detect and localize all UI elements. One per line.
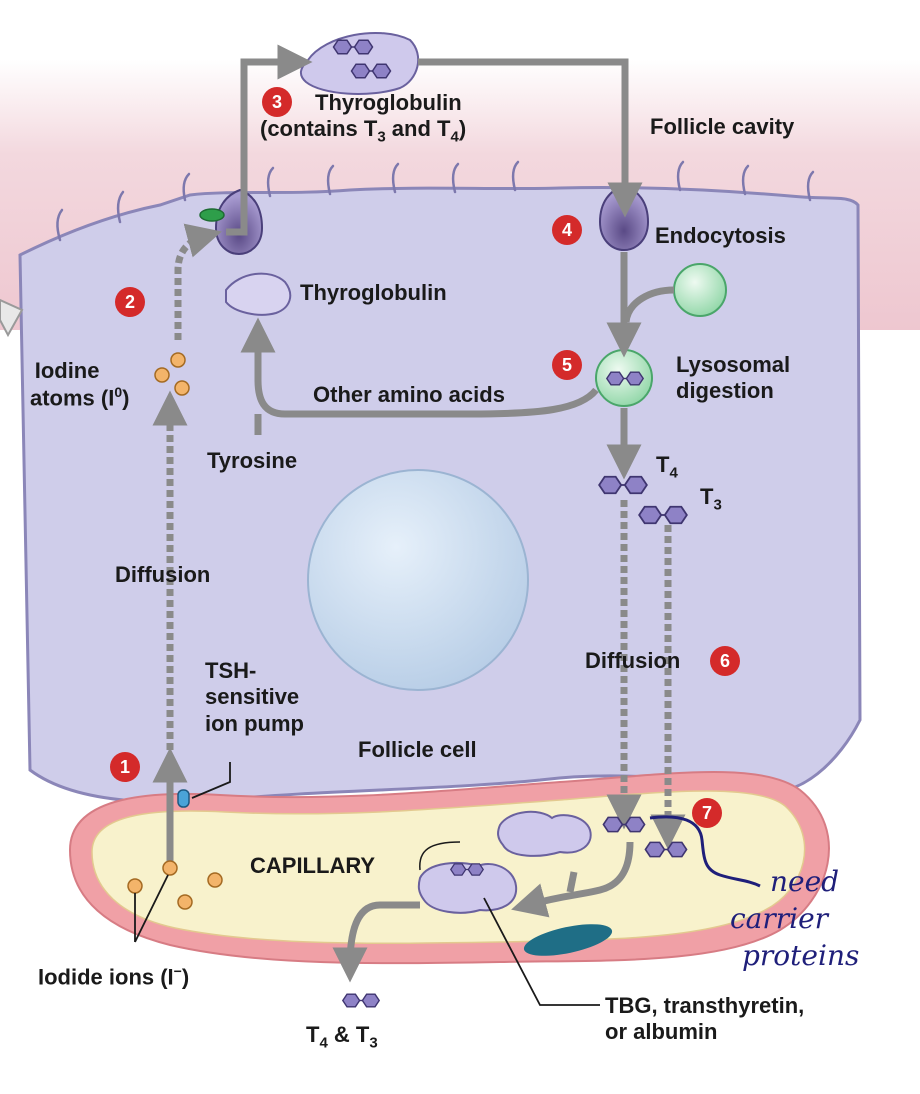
iodine-atoms xyxy=(154,352,190,396)
nucleus xyxy=(307,469,529,691)
label-t4: T4 xyxy=(656,452,678,482)
iodide-leader xyxy=(134,874,169,943)
label-thyroglobulin-top-line1: Thyroglobulin xyxy=(315,90,462,115)
label-carrier-line2: or albumin xyxy=(605,1019,718,1045)
label-carrier-proteins: TBG, transthyretin, or albumin xyxy=(605,993,804,1046)
label-diffusion-left: Diffusion xyxy=(115,562,211,587)
arrow-capillary-merge-2 xyxy=(566,871,578,893)
label-iodine-atoms: Iodine atoms (I0) xyxy=(30,358,129,412)
label-tsh-ion-pump: TSH- sensitive ion pump xyxy=(205,658,304,737)
released-hormone-molecule xyxy=(342,993,380,1008)
lysosome-free xyxy=(673,263,727,317)
carrier-leader xyxy=(483,897,600,1006)
carrier-protein-1 xyxy=(497,810,592,857)
label-tsh-line3: ion pump xyxy=(205,710,304,736)
label-thyroglobulin-inner: Thyroglobulin xyxy=(300,280,447,305)
exocytosis-vesicle xyxy=(214,188,264,256)
step-badge-4: 4 xyxy=(552,215,582,245)
label-endocytosis: Endocytosis xyxy=(655,223,786,248)
label-tsh-line1: TSH- xyxy=(205,658,257,683)
step-badge-6: 6 xyxy=(710,646,740,676)
label-t3: T3 xyxy=(700,484,722,514)
microvilli xyxy=(56,160,815,242)
label-lysosomal-digestion: Lysosomal digestion xyxy=(676,352,790,405)
carrier-protein-2 xyxy=(417,861,518,914)
ion-pump xyxy=(177,789,190,808)
label-other-amino-acids: Other amino acids xyxy=(313,382,505,407)
label-iodine-line1: Iodine xyxy=(34,358,100,383)
handwritten-note-line2: carrier xyxy=(730,902,829,935)
step-badge-3: 3 xyxy=(262,87,292,117)
arrow-diffusion-to-enzyme xyxy=(174,223,222,340)
thyroglobulin-inner-molecule xyxy=(225,272,292,316)
iodination-site xyxy=(199,208,225,222)
iodide-ions xyxy=(127,860,223,910)
process-arrows xyxy=(152,44,675,983)
label-iodine-line2: atoms (I0) xyxy=(30,384,130,411)
label-iodide-ions: Iodide ions (I−) xyxy=(38,963,190,990)
label-follicle-cell: Follicle cell xyxy=(358,737,477,762)
handwritten-arrow xyxy=(649,815,761,888)
handwritten-note-line1: need xyxy=(770,865,840,898)
capillary-label-bracket xyxy=(419,841,461,871)
label-follicle-cavity: Follicle cavity xyxy=(650,114,795,139)
label-thyroglobulin-top: Thyroglobulin (contains T3 and T4) xyxy=(260,90,466,147)
label-lysosomal-line1: Lysosomal xyxy=(676,352,791,377)
arrow-secretion xyxy=(226,44,313,236)
endothelial-nucleus xyxy=(523,924,613,956)
diffusion-arrows xyxy=(152,223,686,850)
step-badge-1: 1 xyxy=(110,752,140,782)
label-tyrosine: Tyrosine xyxy=(207,448,298,473)
thyroglobulin-cavity-molecule xyxy=(300,32,420,95)
handwritten-note-line3: proteins xyxy=(742,939,860,972)
label-diffusion-right: Diffusion xyxy=(585,648,681,673)
arrow-capillary-merge xyxy=(511,841,634,918)
step-badge-2: 2 xyxy=(115,287,145,317)
arrow-cavity-to-endocytosis xyxy=(418,58,643,218)
label-carrier-line1: TBG, transthyretin, xyxy=(605,993,805,1018)
left-edge-arrow xyxy=(0,298,24,338)
step-badge-7: 7 xyxy=(692,798,722,828)
arrow-blood-flow xyxy=(332,901,420,983)
label-lysosomal-line2: digestion xyxy=(676,378,774,404)
ion-pump-leader xyxy=(191,762,231,799)
step-badge-5: 5 xyxy=(552,350,582,380)
label-thyroglobulin-top-line2: (contains T3 and T4) xyxy=(260,116,467,146)
label-t4-t3-released: T4 & T3 xyxy=(306,1022,378,1052)
label-tsh-line2: sensitive xyxy=(205,684,300,710)
arrow-amino-acids xyxy=(240,317,599,418)
arrow-lysosome-merge xyxy=(622,286,675,323)
label-capillary: CAPILLARY xyxy=(250,853,376,878)
